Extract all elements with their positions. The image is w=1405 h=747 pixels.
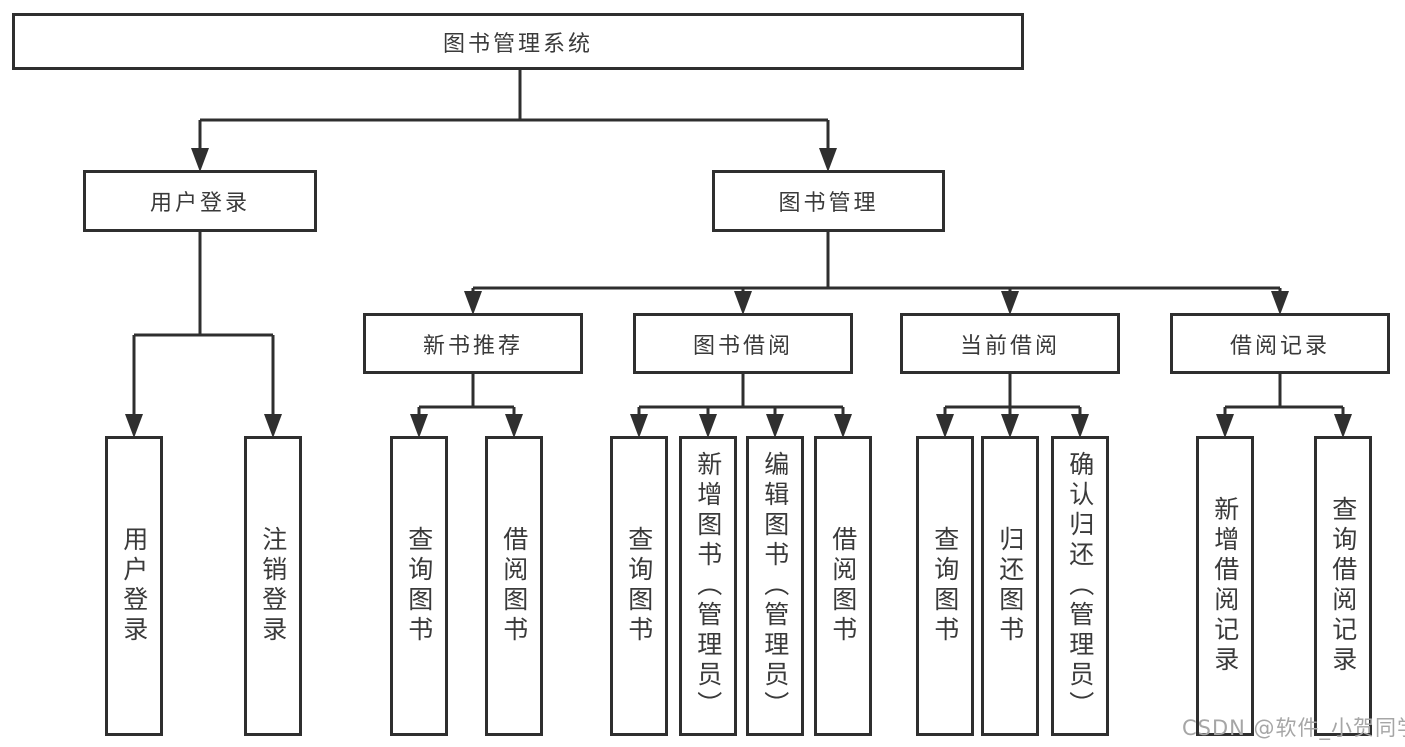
leaf-return-books: 归还图书 xyxy=(981,436,1039,736)
connector-root xyxy=(191,70,837,172)
connector-book-management xyxy=(464,232,1289,315)
leaf-query-books-borrow: 查询图书 xyxy=(610,436,668,736)
connector-user-login xyxy=(125,232,282,438)
node-new-book-recommend: 新书推荐 xyxy=(363,313,583,374)
connector-borrow-record xyxy=(1216,374,1352,438)
leaf-edit-books-admin: 编辑图书（管理员） xyxy=(746,436,804,736)
leaf-query-books-current: 查询图书 xyxy=(916,436,974,736)
leaf-borrow-books-recommend: 借阅图书 xyxy=(485,436,543,736)
leaf-borrow-books: 借阅图书 xyxy=(814,436,872,736)
leaf-add-borrow-record: 新增借阅记录 xyxy=(1196,436,1254,736)
connector-new-book-recommend xyxy=(410,374,523,438)
node-root: 图书管理系统 xyxy=(12,13,1024,70)
leaf-user-login: 用户登录 xyxy=(105,436,163,736)
node-borrow-record: 借阅记录 xyxy=(1170,313,1390,374)
connector-book-borrow xyxy=(630,374,852,438)
leaf-confirm-return-admin: 确认归还（管理员） xyxy=(1051,436,1109,736)
node-book-borrow: 图书借阅 xyxy=(633,313,853,374)
node-current-borrow: 当前借阅 xyxy=(900,313,1120,374)
leaf-query-books-recommend: 查询图书 xyxy=(390,436,448,736)
node-book-management: 图书管理 xyxy=(712,170,945,232)
leaf-add-books-admin: 新增图书（管理员） xyxy=(679,436,737,736)
leaf-query-borrow-record: 查询借阅记录 xyxy=(1314,436,1372,736)
connector-current-borrow xyxy=(936,374,1089,438)
leaf-logout: 注销登录 xyxy=(244,436,302,736)
watermark: CSDN @软件_小贺同学 xyxy=(1182,716,1405,740)
node-user-login: 用户登录 xyxy=(83,170,317,232)
